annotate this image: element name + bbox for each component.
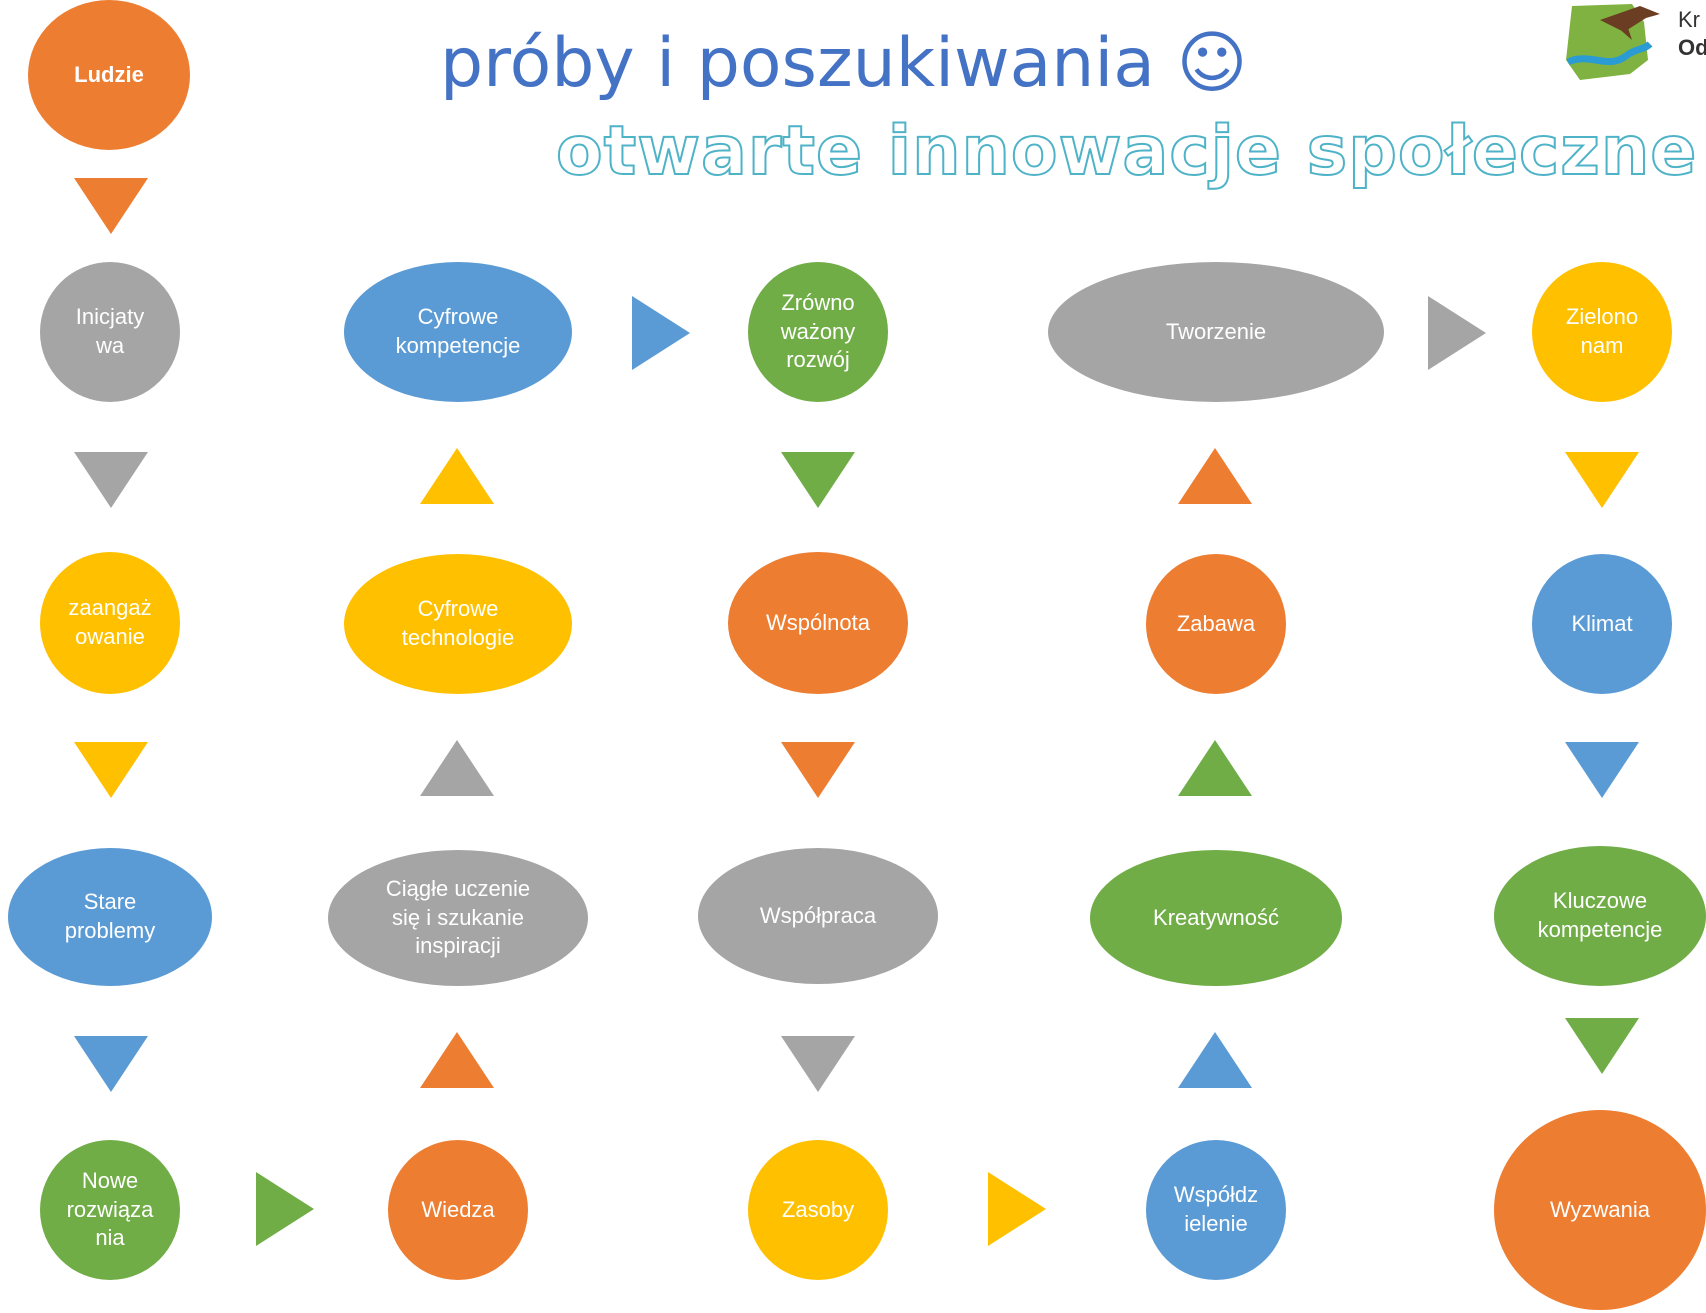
diagram-subtitle: otwarte innowacje społeczne bbox=[555, 112, 1698, 191]
arrow-down-icon bbox=[781, 452, 855, 508]
arrow-down-icon bbox=[74, 452, 148, 508]
node-zabawa: Zabawa bbox=[1146, 554, 1286, 694]
node-label: Inicjaty wa bbox=[75, 304, 145, 358]
node-label: Nowe rozwiąza nia bbox=[66, 1168, 154, 1251]
node-label: Wyzwania bbox=[1549, 1196, 1651, 1222]
node-inicjatywa: Inicjaty wa bbox=[40, 262, 180, 402]
node-wyzwania: Wyzwania bbox=[1494, 1110, 1706, 1310]
logo-text-line1: Kr bbox=[1678, 7, 1700, 32]
node-klimat: Klimat bbox=[1532, 554, 1672, 694]
arrow-right-icon bbox=[1428, 296, 1486, 370]
arrow-down-icon bbox=[781, 742, 855, 798]
logo-text-line2: Od bbox=[1678, 34, 1706, 60]
arrow-up-icon bbox=[420, 1032, 494, 1088]
node-kreatywnosc: Kreatywność bbox=[1090, 850, 1342, 986]
arrow-down-icon bbox=[74, 178, 148, 234]
arrow-down-icon bbox=[1565, 452, 1639, 508]
node-label: Współdz ielenie bbox=[1173, 1182, 1259, 1236]
logo: Kr Od bbox=[1560, 0, 1706, 90]
node-label: Zielono nam bbox=[1565, 304, 1639, 358]
node-zaangazowanie: zaangaż owanie bbox=[40, 552, 180, 694]
node-label: Cyfrowe technologie bbox=[401, 596, 515, 650]
node-ludzie: Ludzie bbox=[28, 0, 190, 150]
node-cyfrowe-kompetencje: Cyfrowe kompetencje bbox=[344, 262, 572, 402]
node-wspolpraca: Współpraca bbox=[698, 848, 938, 984]
node-zrownowazony-rozwoj: Zrówno ważony rozwój bbox=[748, 262, 888, 402]
arrow-right-icon bbox=[988, 1172, 1046, 1246]
node-zielononam: Zielono nam bbox=[1532, 262, 1672, 402]
node-zasoby: Zasoby bbox=[748, 1140, 888, 1280]
node-label: Zabawa bbox=[1176, 610, 1256, 636]
node-label: Klimat bbox=[1571, 610, 1633, 636]
arrow-down-icon bbox=[1565, 1018, 1639, 1074]
arrow-up-icon bbox=[1178, 1032, 1252, 1088]
arrow-right-icon bbox=[632, 296, 690, 370]
node-label: Zasoby bbox=[781, 1196, 855, 1222]
node-tworzenie: Tworzenie bbox=[1048, 262, 1384, 402]
node-label: Ludzie bbox=[74, 61, 144, 87]
node-label: Współpraca bbox=[759, 902, 877, 928]
node-stare-problemy: Stare problemy bbox=[8, 848, 212, 986]
node-nowe-rozwiazania: Nowe rozwiąza nia bbox=[40, 1140, 180, 1280]
node-wspoldzielenie: Współdz ielenie bbox=[1146, 1140, 1286, 1280]
arrow-up-icon bbox=[420, 740, 494, 796]
node-label: Stare problemy bbox=[64, 889, 156, 943]
node-label: Wspólnota bbox=[766, 609, 870, 635]
arrow-up-icon bbox=[1178, 448, 1252, 504]
node-wspolnota: Wspólnota bbox=[728, 552, 908, 694]
arrow-right-icon bbox=[256, 1172, 314, 1246]
arrow-up-icon bbox=[420, 448, 494, 504]
node-label: Zrówno ważony rozwój bbox=[780, 290, 856, 373]
node-label: Ciągłe uczenie się i szukanie inspiracji bbox=[385, 876, 531, 959]
arrow-down-icon bbox=[781, 1036, 855, 1092]
node-label: Cyfrowe kompetencje bbox=[395, 304, 521, 358]
node-kluczowe-kompetencje: Kluczowe kompetencje bbox=[1494, 846, 1706, 986]
node-wiedza: Wiedza bbox=[388, 1140, 528, 1280]
arrow-down-icon bbox=[74, 1036, 148, 1092]
node-cyfrowe-technologie: Cyfrowe technologie bbox=[344, 554, 572, 694]
node-label: Kreatywność bbox=[1153, 904, 1279, 930]
node-label: Tworzenie bbox=[1165, 318, 1267, 344]
node-ciagle-uczenie: Ciągłe uczenie się i szukanie inspiracji bbox=[328, 850, 588, 986]
diagram-title: próby i poszukiwania ☺ bbox=[440, 24, 1248, 103]
logo-emblem-icon bbox=[1566, 4, 1660, 80]
node-label: Kluczowe kompetencje bbox=[1537, 888, 1663, 942]
arrow-down-icon bbox=[1565, 742, 1639, 798]
node-label: Wiedza bbox=[421, 1196, 495, 1222]
node-label: zaangaż owanie bbox=[68, 595, 152, 649]
arrow-down-icon bbox=[74, 742, 148, 798]
arrow-up-icon bbox=[1178, 740, 1252, 796]
